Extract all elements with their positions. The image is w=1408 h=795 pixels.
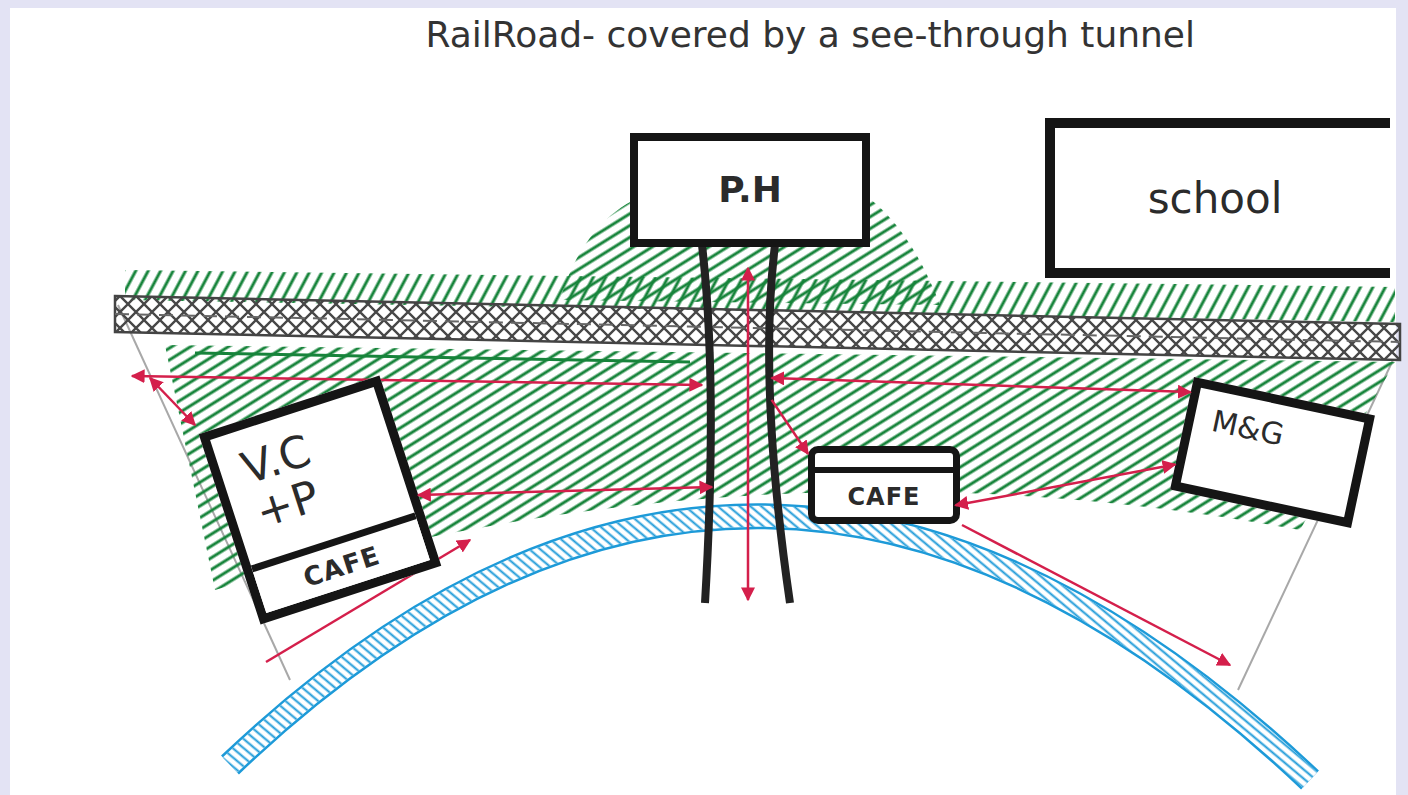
walk-arrow [962, 525, 1230, 665]
node-label: school [1085, 128, 1345, 268]
walkway-arrow [955, 465, 1175, 506]
walkway-arrow [772, 400, 808, 454]
cafe-kiosk: CAFE [808, 446, 960, 524]
node-label: M&G [1209, 403, 1287, 452]
node-label: V.C +P [236, 411, 379, 536]
paper [10, 8, 1396, 795]
kiosk-roof [815, 453, 953, 473]
walk-arrow [132, 376, 702, 385]
walkway-arrow [772, 378, 1191, 392]
walk-arrow [150, 378, 195, 425]
node-label: P.H [630, 133, 870, 245]
node-label: CAFE [815, 477, 953, 517]
title: RailRoad- covered by a see-through tunne… [395, 16, 1195, 55]
walkway-arrow [418, 487, 712, 495]
grass-line [195, 353, 690, 362]
railroad-centerline [115, 314, 1400, 342]
walk-arrow [747, 268, 750, 600]
pump-house: P.H [630, 133, 870, 620]
path-edge [769, 245, 790, 603]
school-building: school [1045, 118, 1390, 278]
path-edge [702, 245, 711, 603]
railroad-track [115, 296, 1400, 360]
